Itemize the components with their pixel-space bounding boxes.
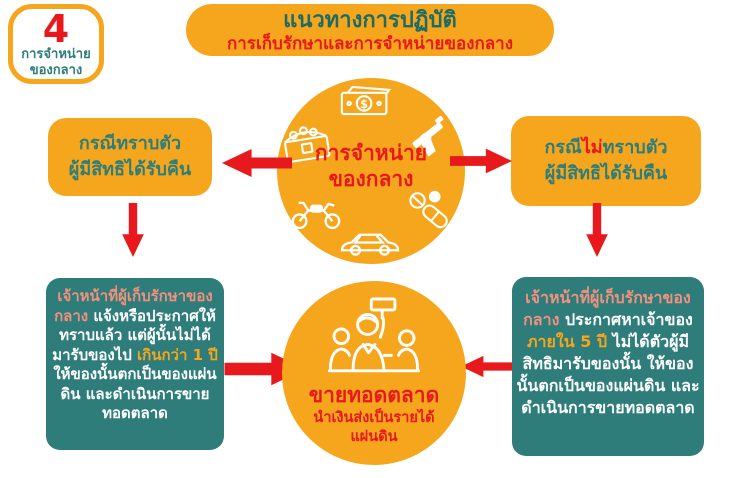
auction-subtitle-line1: นำเงินส่งเป็นรายได้ xyxy=(313,410,435,426)
auction-circle: ขายทอดตลาด นำเงินส่งเป็นรายได้ แผ่นดิน xyxy=(282,281,466,465)
money-icon: $ xyxy=(338,85,396,118)
badge-title-line2: ของกลาง xyxy=(29,63,83,78)
known-detail-body2: ให้ของนั้นตกเป็นของแผ่นดิน และดำเนินการข… xyxy=(53,365,217,422)
unknown-detail-highlight: ภายใน 5 ปี xyxy=(527,332,608,351)
case-known-line1: กรณีทราบตัว xyxy=(78,133,182,154)
section-number: 4 xyxy=(42,7,70,51)
case-unknown-line2: ผู้มีสิทธิได้รับคืน xyxy=(544,163,668,184)
center-label-line2: ของกลาง xyxy=(328,167,414,191)
page-subtitle: การเก็บรักษาและการจำหน่ายของกลาง xyxy=(226,34,514,54)
treasure-chest-icon xyxy=(280,118,332,164)
center-circle-disposal: $ การ xyxy=(277,78,465,264)
pills-icon xyxy=(405,190,453,232)
arrow-unknown-to-auction xyxy=(461,349,514,384)
unknown-detail-body1: ประกาศหาเจ้าของ xyxy=(559,310,693,329)
case-unknown-line1: กรณีไม่ทราบตัว xyxy=(511,135,701,161)
header-banner: แนวทางการปฏิบัติ การเก็บรักษาและการจำหน่… xyxy=(186,4,554,56)
section-number-badge: 4 การจำหน่าย ของกลาง xyxy=(8,4,104,84)
unknown-detail-body2: ไม่ได้ตัวผู้มีสิทธิมารับของนั้น ให้ของนั… xyxy=(516,332,700,417)
unknown-detail-lead: เจ้าหน้าที่ผู้เก็บรักษาของกลาง xyxy=(523,288,691,329)
gun-icon xyxy=(409,112,455,158)
car-icon xyxy=(339,228,401,257)
case-unknown-box: กรณีไม่ทราบตัว ผู้มีสิทธิได้รับคืน xyxy=(511,116,701,206)
badge-title-line1: การจำหน่าย xyxy=(21,47,91,62)
auction-title: ขายทอดตลาด xyxy=(308,383,440,407)
case-unknown-highlight: ไม่ xyxy=(581,137,603,158)
known-detail-body1: แจ้งหรือประกาศให้ทราบแล้ว แต่ผู้นั้นไม่ไ… xyxy=(52,306,216,364)
auction-subtitle-line2: แผ่นดิน xyxy=(350,429,398,445)
arrow-center-to-unknown xyxy=(450,145,512,177)
unknown-detail-box: เจ้าหน้าที่ผู้เก็บรักษาของกลาง ประกาศหาเ… xyxy=(512,277,704,456)
arrow-known-down xyxy=(113,203,153,257)
center-label-line1: การจำหน่าย xyxy=(314,141,428,165)
center-circle-label: การจำหน่าย ของกลาง xyxy=(277,140,465,192)
known-detail-highlight: เกินกว่า 1 ปี xyxy=(136,345,218,364)
case-known-line2: ผู้มีสิทธิได้รับคืน xyxy=(68,159,192,180)
case-unknown-prefix: กรณี xyxy=(544,137,582,158)
known-detail-lead: เจ้าหน้าที่ผู้เก็บรักษาของกลาง xyxy=(54,287,213,325)
arrow-unknown-down xyxy=(577,203,617,257)
page-title: แนวทางการปฏิบัติ xyxy=(283,8,457,33)
case-unknown-suffix: ทราบตัว xyxy=(602,137,668,158)
auctioneer-icon xyxy=(324,295,424,383)
arrow-center-to-known xyxy=(222,147,292,179)
svg-text:$: $ xyxy=(360,97,368,111)
case-known-box: กรณีทราบตัว ผู้มีสิทธิได้รับคืน xyxy=(48,118,212,196)
auction-subtitle: นำเงินส่งเป็นรายได้ แผ่นดิน xyxy=(282,409,466,447)
motorcycle-icon xyxy=(289,194,343,231)
known-detail-box: เจ้าหน้าที่ผู้เก็บรักษาของกลาง แจ้งหรือป… xyxy=(46,278,224,450)
